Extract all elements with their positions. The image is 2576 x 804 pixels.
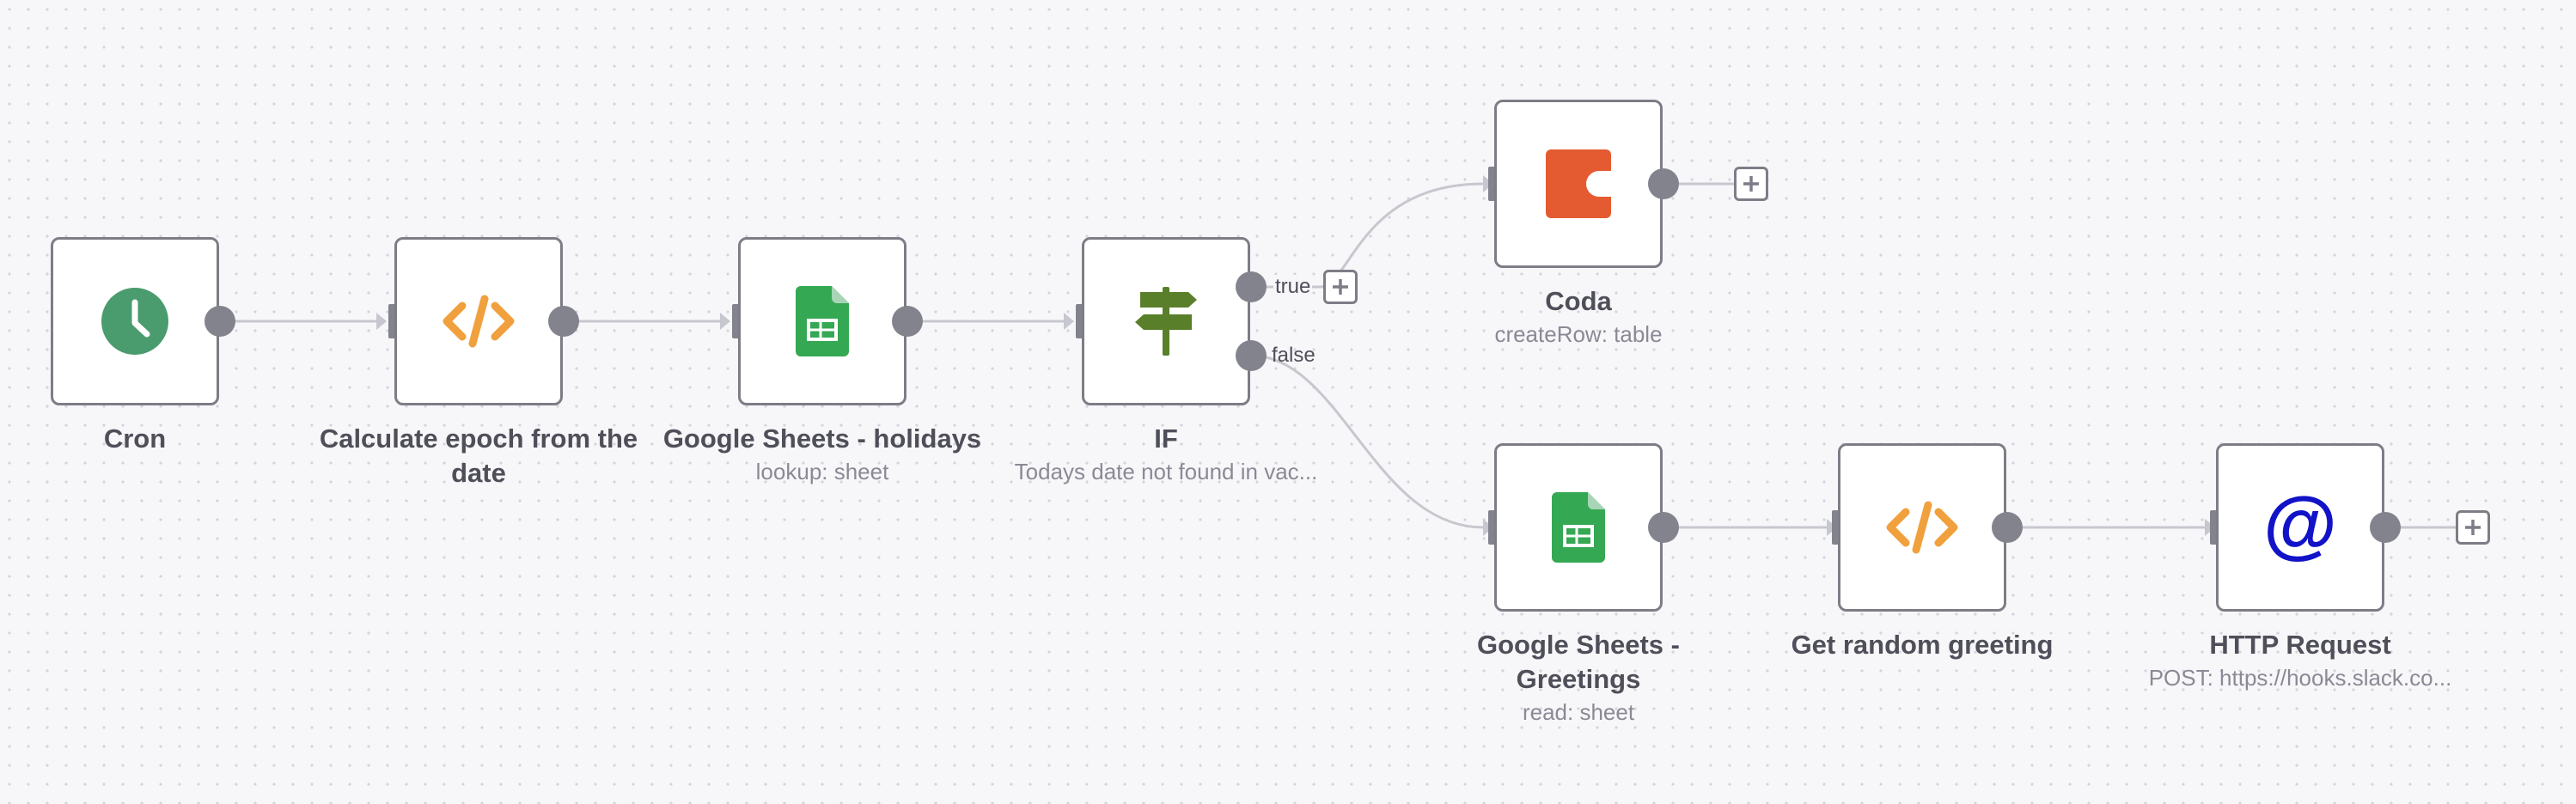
edge-gs-greetings-to-random[interactable] — [1663, 519, 1837, 536]
clock-icon — [101, 288, 168, 355]
add-node-button-coda[interactable] — [1734, 167, 1768, 201]
google-sheets-icon — [796, 286, 849, 356]
node-label-google-sheets-holidays: Google Sheets - holidays lookup: sheet — [659, 422, 986, 487]
coda-icon — [1546, 149, 1611, 218]
node-google-sheets-greetings[interactable] — [1494, 443, 1663, 612]
edge-cron-to-calc[interactable] — [220, 313, 387, 330]
node-label-get-random-greeting: Get random greeting — [1759, 628, 2085, 662]
node-if[interactable] — [1082, 237, 1250, 405]
node-title: Google Sheets - Greetings — [1477, 630, 1680, 694]
node-title: Calculate epoch from the date — [319, 423, 638, 488]
node-subtitle: Todays date not found in vac... — [1014, 459, 1318, 484]
node-title: Cron — [103, 423, 167, 454]
node-label-coda: Coda createRow: table — [1415, 284, 1742, 350]
node-title: Google Sheets - holidays — [662, 423, 982, 454]
node-subtitle: lookup: sheet — [755, 459, 889, 484]
add-node-button-if-true[interactable] — [1323, 270, 1358, 304]
node-cron[interactable] — [51, 237, 219, 405]
node-coda[interactable] — [1494, 100, 1663, 268]
node-title: Get random greeting — [1791, 630, 2054, 660]
plus-icon — [2465, 520, 2481, 535]
node-title: Coda — [1545, 286, 1612, 316]
at-sign-icon: @ — [2264, 491, 2336, 563]
edge-calc-to-gs-holidays[interactable] — [564, 313, 730, 330]
edge-random-to-http[interactable] — [2007, 519, 2215, 536]
node-google-sheets-holidays[interactable] — [738, 237, 906, 405]
node-get-random-greeting[interactable] — [1838, 443, 2006, 612]
node-title: IF — [1154, 423, 1178, 454]
google-sheets-icon — [1552, 492, 1605, 563]
code-icon — [1886, 501, 1958, 554]
node-subtitle: createRow: table — [1494, 321, 1663, 347]
node-http-request[interactable]: @ — [2216, 443, 2384, 612]
edge-gs-holidays-to-if[interactable] — [907, 313, 1074, 330]
node-label-cron: Cron — [0, 422, 298, 456]
code-icon — [443, 295, 515, 348]
plus-icon — [1333, 279, 1348, 295]
svg-text:@: @ — [2264, 491, 2336, 563]
add-node-button-http[interactable] — [2456, 510, 2490, 545]
node-label-calculate-epoch: Calculate epoch from the date — [315, 422, 642, 490]
signpost-icon — [1135, 287, 1197, 356]
node-label-google-sheets-greetings: Google Sheets - Greetings read: sheet — [1415, 628, 1742, 728]
branch-label-true: true — [1273, 275, 1313, 299]
node-subtitle: read: sheet — [1522, 699, 1635, 725]
branch-label-false: false — [1272, 344, 1315, 367]
plus-icon — [1743, 176, 1759, 192]
node-label-if: IF Todays date not found in vac... — [1003, 422, 1329, 487]
node-subtitle: POST: https://hooks.slack.co... — [2148, 665, 2452, 691]
node-label-http-request: HTTP Request POST: https://hooks.slack.c… — [2137, 628, 2463, 693]
node-title: HTTP Request — [2209, 630, 2391, 660]
node-calculate-epoch[interactable] — [394, 237, 563, 405]
